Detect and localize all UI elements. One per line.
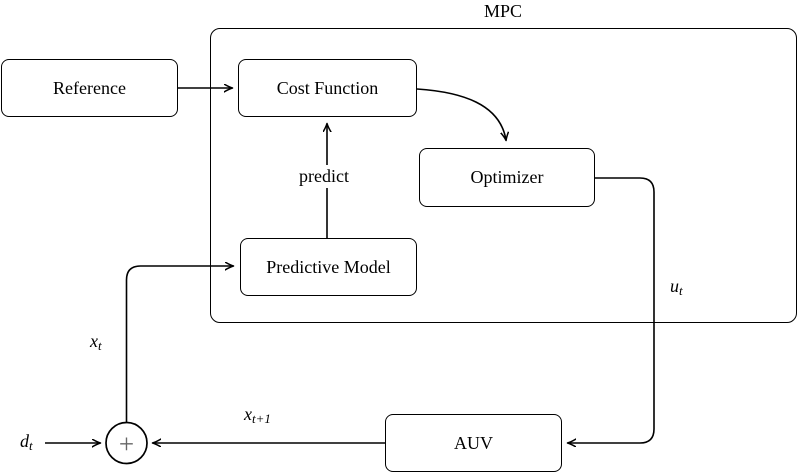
cost-function-block: Cost Function <box>238 59 417 117</box>
optimizer-block-label: Optimizer <box>470 167 544 187</box>
mpc-group-frame <box>210 28 797 323</box>
next-state-signal-label: xt+1 <box>244 404 271 425</box>
xt-base: x <box>90 331 98 351</box>
plus-icon: + <box>119 429 134 459</box>
xt1-base: x <box>244 404 252 424</box>
state-signal-label: xt <box>90 331 102 352</box>
reference-block-label: Reference <box>53 77 126 98</box>
dt-base: d <box>20 431 29 451</box>
xt-sub: t <box>98 338 102 353</box>
control-signal-label: ut <box>670 276 683 297</box>
sum-junction-circle <box>105 421 148 465</box>
auv-block-label: AUV <box>454 432 493 453</box>
predictive-model-block: Predictive Model <box>240 238 417 296</box>
reference-block: Reference <box>1 59 178 117</box>
auv-block: AUV <box>385 414 562 472</box>
disturbance-signal-label: dt <box>20 431 33 452</box>
xt1-sub: t+1 <box>252 411 271 426</box>
ut-sub: t <box>679 283 683 298</box>
dt-sub: t <box>29 438 33 453</box>
ut-base: u <box>670 276 679 296</box>
cost-function-block-label: Cost Function <box>276 77 379 98</box>
mpc-group-title: MPC <box>483 1 523 21</box>
predict-label: predict <box>288 165 360 188</box>
optimizer-block: Optimizer <box>419 148 595 207</box>
predictive-model-block-label: Predictive Model <box>266 256 391 277</box>
